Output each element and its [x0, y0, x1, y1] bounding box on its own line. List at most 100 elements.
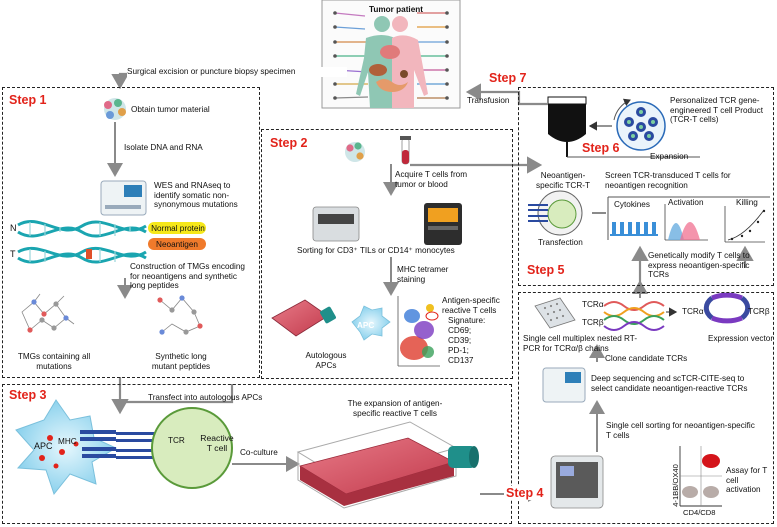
flow-cytometer-icon	[312, 206, 360, 242]
expansion-text: Expansion	[650, 152, 689, 161]
step5-graphics	[528, 190, 770, 243]
transfusion-label: Transfusion	[467, 96, 510, 105]
step1-graphics	[17, 98, 206, 335]
neoantigen-shape	[148, 238, 206, 250]
dendritic-apc-cell	[15, 399, 118, 496]
slp-molecule	[159, 297, 201, 333]
tcr-label: TCR	[168, 436, 185, 445]
antigen-specific-text: Antigen-specific reactive T cells	[442, 296, 500, 315]
sorting-text: Sorting for CD3⁺ TILs or CD14⁺ monocytes	[297, 246, 455, 255]
sequencer-icon	[100, 180, 147, 216]
acquire-text: Acquire T cells from tumor or blood	[395, 170, 468, 189]
marker-cd39: CD39;	[448, 336, 472, 345]
cytokines-wells	[610, 222, 658, 236]
tcr-chain-waves	[603, 301, 665, 331]
construction-text: Construction of TMGs encoding for neoant…	[130, 262, 245, 291]
cell-sorter-icon	[424, 203, 462, 245]
step4-graphics	[534, 280, 751, 509]
activation-text: Activation	[668, 198, 704, 207]
killing-curve	[724, 206, 766, 243]
cell-sorter-machine	[550, 455, 604, 509]
step2-label: Step 2	[270, 136, 308, 150]
cytokines-text: Cytokines	[614, 200, 650, 209]
tumor-sample-icon	[345, 142, 365, 162]
expression-vector-text: Expression vector	[708, 334, 774, 343]
wes-rnaseq-text: WES and RNAseq to identify somatic non-s…	[154, 181, 238, 210]
tmg-atoms	[27, 299, 69, 333]
modify-text: Genetically modify T cells to express ne…	[648, 251, 750, 280]
signature-title: Signature:	[448, 316, 486, 325]
step1-label: Step 1	[9, 93, 47, 107]
apc-cell-small	[351, 305, 391, 341]
expansion-flask	[296, 421, 479, 509]
slp-text: Synthetic long mutant peptides	[151, 352, 211, 371]
step2-graphics	[271, 136, 462, 367]
step1-box	[2, 87, 260, 378]
activation-histogram	[664, 204, 708, 241]
mhc-label: MHC	[58, 437, 77, 446]
killing-text: Killing	[736, 198, 758, 207]
autologous-apcs-text: Autologous APCs	[305, 351, 347, 370]
tumor-material-icon	[104, 98, 126, 120]
marker-cd137: CD137	[448, 356, 474, 365]
rtpcr-text: Single cell multiplex nested RT-PCR for …	[523, 334, 638, 353]
sequencer-step4	[542, 367, 586, 403]
apc-large-label: APC	[34, 441, 53, 451]
patient-title: Tumor patient	[369, 5, 423, 14]
tumor-patient-figure	[321, 0, 461, 109]
surgical-arrow-label: Surgical excision or puncture biopsy spe…	[127, 67, 347, 77]
reactive-tcell-label: Reactive T cell	[200, 433, 234, 453]
autologous-apc-flask	[271, 299, 336, 337]
apc-small-label: APC	[357, 321, 375, 330]
step3-graphics	[15, 399, 542, 509]
t-strand-label: T	[10, 249, 16, 259]
step6-graphics	[547, 96, 700, 158]
screen-text: Screen TCR-transduced T cells for neoant…	[605, 171, 731, 190]
activation-assay-plot	[679, 446, 722, 507]
assay-text: Assay for T cell activation	[726, 466, 768, 495]
tcr-t-cell-cluster	[613, 98, 666, 151]
step4-box	[518, 292, 774, 524]
tcrt-text: Neoantigen-specific TCR-T	[536, 171, 590, 190]
tcrb-label: TCRβ	[582, 318, 604, 327]
tetramer-scatter-plot	[397, 296, 440, 367]
assay-xaxis: CD4/CD8	[683, 508, 716, 517]
deep-sequencing-text: Deep sequencing and scTCR-CITE-seq to se…	[591, 374, 748, 393]
mhc-tetramer-text: MHC tetramer staining	[397, 265, 449, 284]
tcr-product-text: Personalized TCR gene-engineered T cell …	[670, 96, 764, 125]
obtain-tumor-text: Obtain tumor material	[131, 105, 210, 114]
step5-label: Step 5	[527, 263, 565, 277]
assay-yaxis: 4-1BB/OX40	[671, 464, 681, 507]
tcra-label: TCRα	[582, 300, 604, 309]
step6-label: Step 6	[582, 141, 620, 155]
blood-tube-icon	[400, 136, 411, 165]
transfection-text: Transfection	[538, 238, 583, 247]
step3-label: Step 3	[9, 388, 47, 402]
step5-6-box	[518, 87, 774, 286]
mhc-tcr-complex	[80, 430, 156, 459]
tcrt-cell	[528, 190, 583, 236]
normal-protein-text: Normal protein	[151, 224, 205, 233]
pcr-plate-icon	[534, 297, 576, 329]
expression-vector-plasmid	[703, 292, 751, 324]
iv-bag-icon	[547, 96, 587, 157]
marker-pd1: PD-1;	[448, 346, 469, 355]
expansion-flask-label: The expansion of antigen-specific reacti…	[347, 399, 443, 418]
step2-box	[261, 129, 513, 379]
single-cell-sort-text: Single cell sorting for neoantigen-speci…	[606, 421, 755, 440]
clone-tcrs-text: Clone candidate TCRs	[605, 354, 688, 363]
coculture-label: Co-culture	[240, 448, 278, 457]
neoantigen-text: Neoantigen	[156, 240, 198, 249]
step3-box	[2, 384, 512, 524]
reactive-t-cell	[151, 407, 233, 489]
tmg-text: TMGs containing all mutations	[17, 352, 91, 371]
n-strand-label: N	[10, 223, 17, 233]
normal-protein-shape	[148, 222, 206, 234]
tcrb-vector-label: TCRβ	[748, 307, 770, 316]
marker-cd69: CD69;	[448, 326, 472, 335]
step4-label: Step 4	[504, 486, 546, 500]
tcra-vector-label: TCRα	[682, 307, 704, 316]
step7-label: Step 7	[489, 71, 527, 85]
